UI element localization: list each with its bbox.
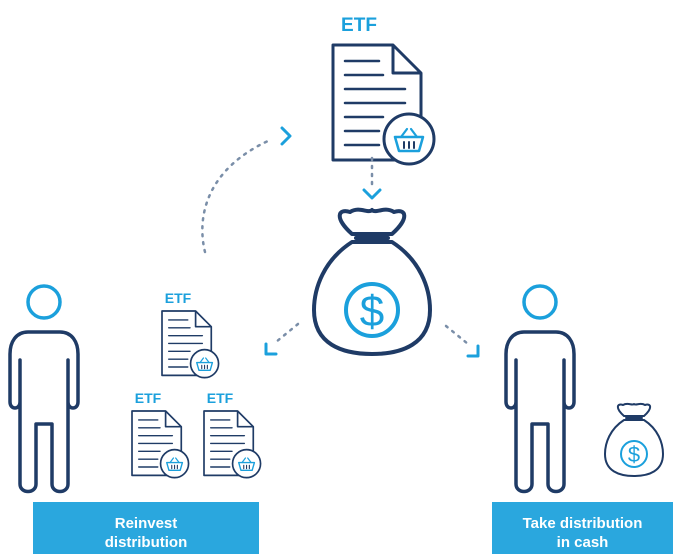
cash-box-line1: Take distribution bbox=[522, 515, 643, 532]
arrow-reinvest-cycle-icon bbox=[201, 126, 292, 254]
cash-bag-icon: $ bbox=[604, 402, 664, 477]
cash-bag-symbol: $ bbox=[628, 442, 640, 467]
money-bag-symbol: $ bbox=[360, 287, 384, 336]
reinvest-distribution-box: Reinvest distribution bbox=[33, 502, 259, 554]
reinvest-box-line1: Reinvest bbox=[114, 515, 178, 532]
main-etf-document-icon: ETF bbox=[331, 15, 436, 166]
reinvest-etf-document-icon bbox=[203, 410, 262, 479]
arrow-bag-to-cash-icon bbox=[444, 324, 480, 358]
arrow-bag-to-reinvest-icon bbox=[264, 322, 300, 356]
reinvest-etf-label: ETF bbox=[135, 390, 162, 406]
cash-box-line2: in cash bbox=[556, 534, 609, 551]
reinvest-etf-label: ETF bbox=[207, 390, 234, 406]
reinvest-etf-document-icon bbox=[161, 310, 220, 379]
reinvest-etf-label: ETF bbox=[165, 290, 192, 306]
reinvest-person-icon bbox=[8, 284, 80, 494]
reinvest-box-line2: distribution bbox=[104, 534, 188, 551]
money-bag-icon: $ bbox=[312, 207, 432, 356]
arrow-etf-to-bag-icon bbox=[362, 156, 382, 200]
cash-person-icon bbox=[504, 284, 576, 494]
cash-distribution-box: Take distribution in cash bbox=[492, 502, 673, 554]
main-etf-label: ETF bbox=[341, 15, 377, 36]
reinvest-etf-document-icon bbox=[131, 410, 190, 479]
